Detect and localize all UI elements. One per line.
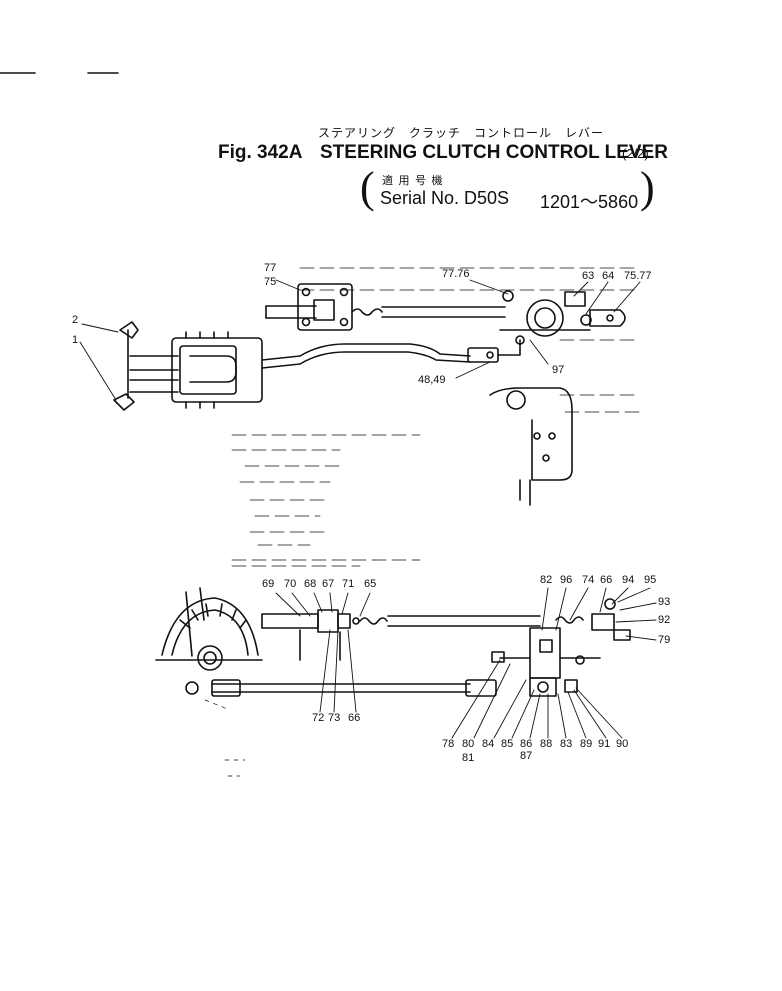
callout-81: 81 — [462, 752, 475, 764]
callout-88: 88 — [540, 738, 553, 750]
callout-67: 67 — [322, 578, 335, 590]
callout-66-right: 66 — [600, 574, 613, 586]
callout-73: 73 — [328, 712, 341, 724]
callout-89: 89 — [580, 738, 593, 750]
callout-69: 69 — [262, 578, 275, 590]
frame-ghost-lines — [231, 267, 641, 567]
bracket-plate — [297, 283, 353, 331]
lever-arm — [589, 309, 626, 327]
callout-70: 70 — [284, 578, 297, 590]
part-fraction: (2/2) — [622, 146, 649, 161]
left-paren: ( — [360, 163, 375, 212]
callout-77-76: 77.76 — [442, 268, 470, 280]
frame-bracket — [489, 387, 573, 481]
callout-92: 92 — [658, 614, 671, 626]
callout-95: 95 — [644, 574, 657, 586]
callout-75: 75 — [264, 276, 277, 288]
applicable-label: 適 用 号 機 — [382, 174, 444, 187]
callout-83: 83 — [560, 738, 573, 750]
callout-74: 74 — [582, 574, 595, 586]
lever-knob-1 — [113, 393, 135, 411]
lever-knob-2 — [119, 321, 139, 339]
callout-82: 82 — [540, 574, 553, 586]
valve-body — [529, 627, 561, 679]
callout-48-49: 48,49 — [418, 374, 446, 386]
callout-85: 85 — [501, 738, 514, 750]
callout-63: 63 — [582, 270, 595, 282]
figure-number: Fig. 342A — [218, 142, 303, 163]
callout-97: 97 — [552, 364, 565, 376]
callout-1: 1 — [72, 334, 79, 346]
callout-94: 94 — [622, 574, 635, 586]
clutch-hub — [526, 299, 564, 337]
callout-77: 77 — [264, 262, 277, 274]
spring-65 — [359, 617, 388, 625]
callout-2: 2 — [72, 314, 79, 326]
rod-end-block — [313, 299, 335, 321]
valve-lower — [529, 677, 557, 697]
callout-78: 78 — [442, 738, 455, 750]
callout-90: 90 — [616, 738, 629, 750]
figure-title: STEERING CLUTCH CONTROL LEVER — [320, 142, 668, 163]
callout-96: 96 — [560, 574, 573, 586]
callout-64: 64 — [602, 270, 615, 282]
spring — [351, 308, 383, 316]
connecting-rod — [261, 343, 471, 361]
callout-91: 91 — [598, 738, 611, 750]
callout-80: 80 — [462, 738, 475, 750]
callout-72: 72 — [312, 712, 325, 724]
callout-93: 93 — [658, 596, 671, 608]
callout-84: 84 — [482, 738, 495, 750]
clevis-92 — [591, 613, 615, 631]
spring-74 — [555, 616, 584, 624]
callout-68: 68 — [304, 578, 317, 590]
callout-87: 87 — [520, 750, 533, 762]
callout-65: 65 — [364, 578, 377, 590]
control-box — [171, 337, 263, 403]
right-paren: ) — [640, 163, 655, 212]
steering-sector — [161, 597, 259, 656]
callout-79: 79 — [658, 634, 671, 646]
sector-pivot — [197, 645, 223, 671]
callout-71: 71 — [342, 578, 355, 590]
nut-63 — [564, 291, 586, 307]
serial-range: 1201～5860 — [540, 192, 639, 212]
title-katakana: ステアリング クラッチ コントロール レバー — [318, 126, 605, 140]
callout-75-77: 75.77 — [624, 270, 652, 282]
serial-label: Serial No. D50S — [380, 188, 510, 208]
callout-66-left: 66 — [348, 712, 361, 724]
callout-86: 86 — [520, 738, 533, 750]
